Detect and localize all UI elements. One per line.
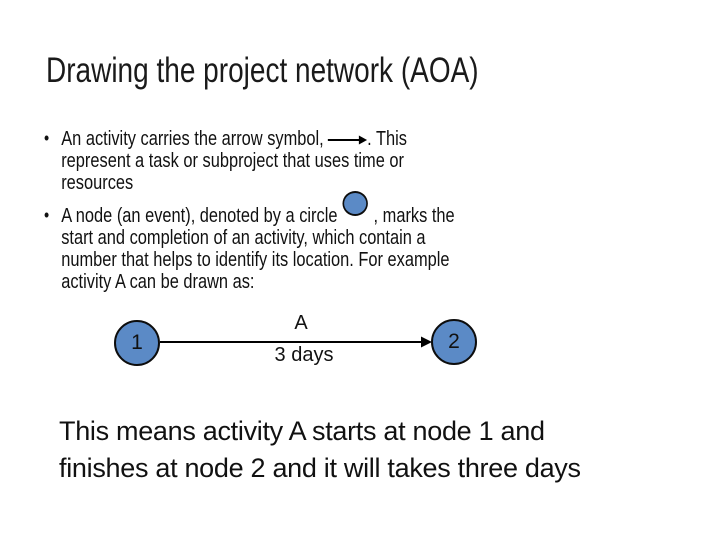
event-node-1: 1 — [114, 320, 160, 366]
bullet1-line1: An activity carries the arrow symbol, . T… — [61, 128, 454, 150]
event-node-2: 2 — [431, 319, 477, 365]
bullet1-line2: represent a task or subproject that uses… — [61, 150, 404, 172]
activity-name-label: A — [294, 312, 308, 334]
bullet2-line3: number that helps to identify its locati… — [61, 249, 450, 271]
bullet2-line2: start and completion of an activity, whi… — [61, 227, 426, 249]
list-item: • A node (an event), denoted by a circle… — [44, 191, 455, 293]
bullet1-line1-tail: . This — [367, 128, 407, 150]
bullet2-line1-text: A node (an event), denoted by a circle — [61, 205, 338, 227]
list-item: • An activity carries the arrow symbol,.… — [44, 128, 455, 194]
circle-icon-slot — [337, 191, 373, 227]
bullet-list: • An activity carries the arrow symbol,.… — [44, 128, 455, 304]
activity-duration-label: 3 days — [274, 344, 334, 366]
bullet-icon: • — [44, 205, 50, 225]
activity-arrow-icon — [160, 336, 432, 348]
bullet2-line4: activity A can be drawn as: — [61, 271, 255, 293]
right-arrow-icon — [327, 135, 368, 145]
page-title: Drawing the project network (AOA) — [46, 51, 479, 90]
bullet2-line1-tail: , marks the — [373, 205, 455, 227]
bullet1-line1-text: An activity carries the arrow symbol, — [61, 128, 324, 150]
bullet-icon: • — [44, 128, 50, 148]
bullet2-line1: A node (an event), denoted by a circle , … — [61, 191, 455, 227]
explanation-paragraph: This means activity A starts at node 1 a… — [59, 413, 581, 487]
explanation-line2: finishes at node 2 and it will takes thr… — [59, 453, 581, 483]
bullet1-line3: resources — [61, 172, 134, 194]
filled-circle-icon — [342, 191, 368, 216]
explanation-line1: This means activity A starts at node 1 a… — [59, 416, 545, 446]
